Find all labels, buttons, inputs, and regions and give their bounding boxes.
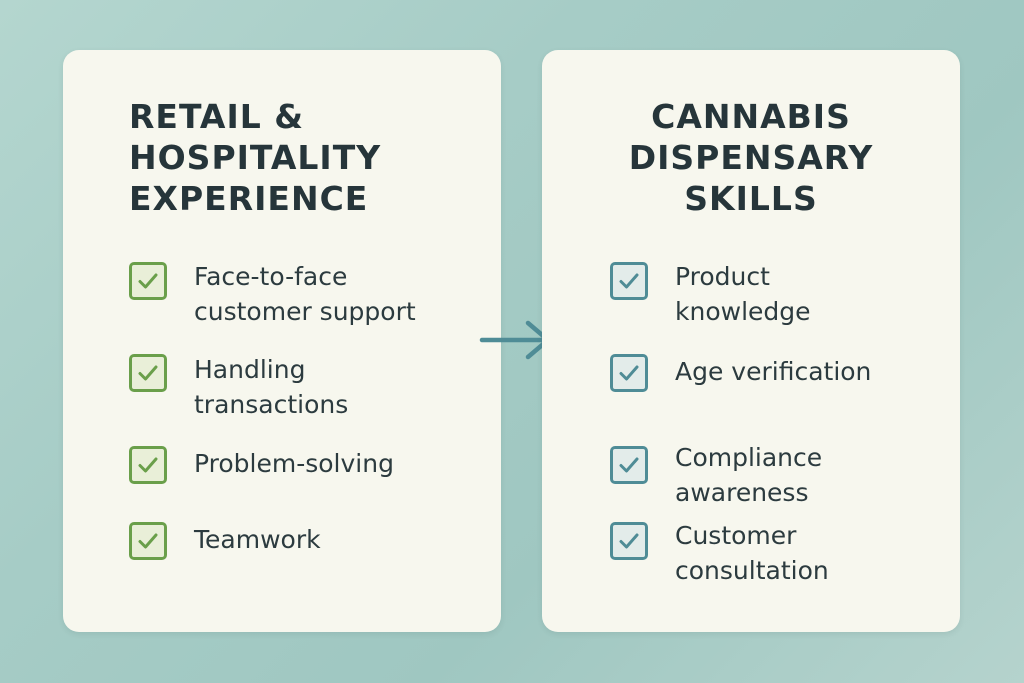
retail-hospitality-panel: RETAIL & HOSPITALITY EXPERIENCE Face-to-…	[63, 50, 501, 632]
cannabis-dispensary-title: CANNABIS DISPENSARY SKILLS	[628, 97, 874, 218]
checkbox-check-icon	[129, 262, 167, 300]
checkbox-check-icon	[129, 446, 167, 484]
cannabis-dispensary-panel: CANNABIS DISPENSARY SKILLS Product knowl…	[542, 50, 960, 632]
skill-item: Age verification	[610, 354, 871, 392]
skill-label: Teamwork	[194, 525, 321, 554]
skill-label: Product knowledge	[675, 262, 811, 326]
skill-label: Customer consultation	[675, 521, 829, 585]
skill-item: Customer consultation	[610, 521, 829, 588]
skill-item: Problem-solving	[129, 446, 394, 484]
skill-item: Teamwork	[129, 522, 321, 560]
checkbox-check-icon	[129, 522, 167, 560]
skill-label: Compliance awareness	[675, 443, 823, 507]
skill-item: Face-to-face customer support	[129, 262, 416, 329]
checkbox-check-icon	[610, 262, 648, 300]
skill-label: Problem-solving	[194, 449, 394, 478]
checkbox-check-icon	[610, 446, 648, 484]
checkbox-check-icon	[610, 354, 648, 392]
checkbox-check-icon	[610, 522, 648, 560]
checkbox-check-icon	[129, 354, 167, 392]
retail-hospitality-title: RETAIL & HOSPITALITY EXPERIENCE	[129, 97, 382, 218]
skill-item: Handling transactions	[129, 354, 348, 422]
skill-item: Compliance awareness	[610, 443, 822, 510]
skill-label: Age verification	[675, 357, 872, 386]
skill-item: Product knowledge	[610, 262, 811, 329]
skill-label: Handling transactions	[194, 355, 349, 419]
skill-label: Face-to-face customer support	[194, 262, 416, 326]
